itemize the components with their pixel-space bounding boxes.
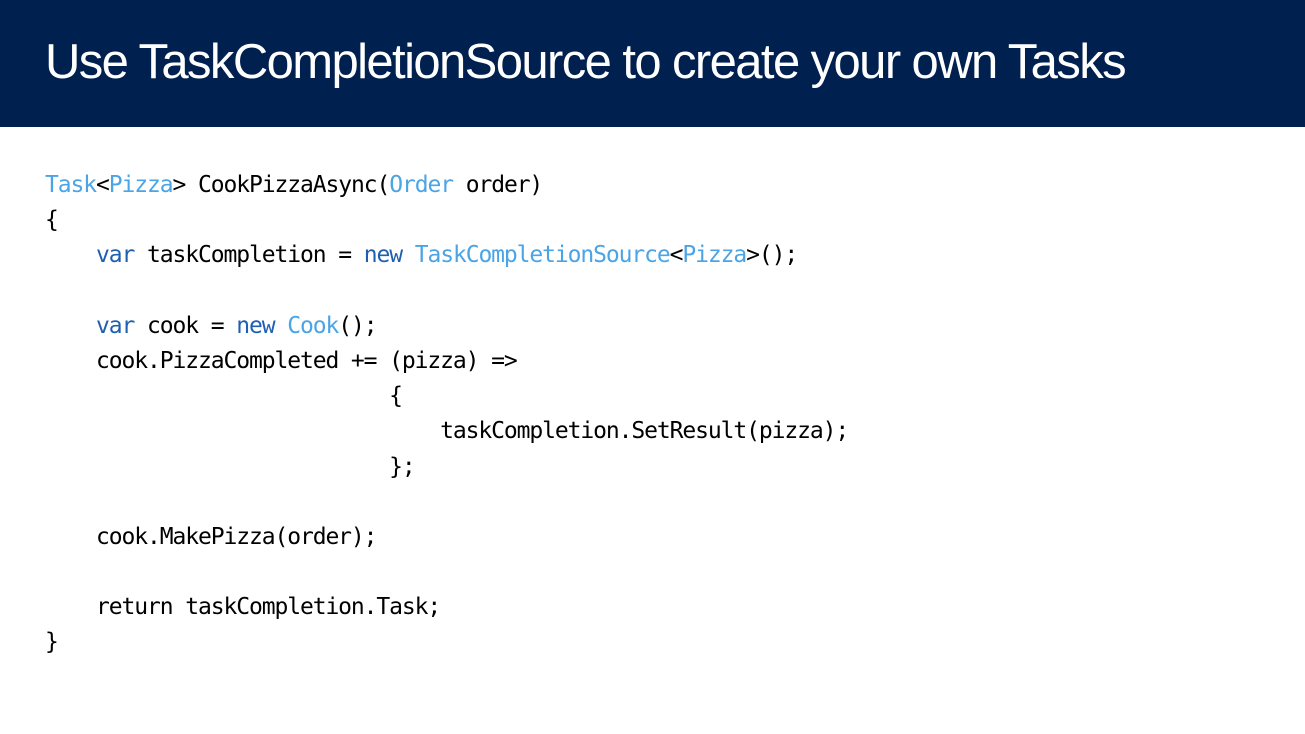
code-type-token: Pizza — [682, 242, 747, 269]
code-text-token: order) — [452, 172, 544, 198]
code-keyword-token: new — [236, 312, 275, 339]
code-text-token: taskCompletion = — [134, 242, 364, 269]
code-type-token: TaskCompletionSource — [414, 242, 671, 269]
code-line: cook.PizzaCompleted += (pizza) => — [45, 344, 848, 379]
code-text-token: < — [669, 242, 684, 269]
code-type-token: Pizza — [108, 172, 174, 198]
code-keyword-token: var — [96, 312, 135, 339]
code-text-token — [274, 313, 287, 339]
code-line: var taskCompletion = new TaskCompletionS… — [45, 238, 848, 273]
code-line: }; — [45, 450, 848, 485]
code-keyword-token: var — [96, 242, 135, 269]
code-line: var cook = new Cook(); — [45, 309, 848, 344]
code-text-token — [45, 313, 96, 339]
code-line: taskCompletion.SetResult(pizza); — [45, 414, 849, 449]
code-line — [45, 485, 848, 520]
code-text-token: < — [96, 172, 110, 198]
code-text-token: }; — [45, 453, 416, 480]
code-text-token: { — [45, 207, 59, 234]
code-text-token — [402, 242, 415, 268]
code-type-token: Task — [45, 172, 97, 198]
code-text-token: { — [45, 383, 403, 410]
code-line: Task<Pizza> CookPizzaAsync(Order order) — [45, 168, 848, 203]
code-type-token: Order — [389, 172, 454, 198]
code-line: } — [45, 625, 848, 660]
code-text-token: taskCompletion.SetResult(pizza); — [45, 418, 849, 445]
code-text-token: cook = — [134, 312, 237, 339]
code-text-token: cook.MakePizza(order); — [45, 523, 378, 550]
code-line: { — [45, 379, 848, 414]
code-line: cook.MakePizza(order); — [45, 520, 848, 555]
code-type-token: Cook — [287, 312, 339, 339]
code-line: return taskCompletion.Task; — [45, 590, 848, 625]
code-line — [45, 274, 848, 309]
title-bar: Use TaskCompletionSource to create your … — [0, 0, 1305, 127]
code-line: { — [45, 203, 848, 238]
code-text-token: (); — [338, 312, 377, 339]
code-text-token: > CookPizzaAsync( — [172, 172, 391, 198]
slide-title: Use TaskCompletionSource to create your … — [45, 35, 1127, 89]
code-text-token: >(); — [746, 242, 798, 269]
code-text-token — [45, 242, 96, 268]
code-text-token: cook.PizzaCompleted += (pizza) => — [45, 347, 518, 374]
code-line — [45, 555, 848, 590]
code-text-token: return taskCompletion.Task; — [45, 594, 441, 621]
code-text-token: } — [45, 629, 59, 656]
code-keyword-token: new — [363, 242, 403, 269]
code-block: Task<Pizza> CookPizzaAsync(Order order){… — [45, 168, 849, 661]
